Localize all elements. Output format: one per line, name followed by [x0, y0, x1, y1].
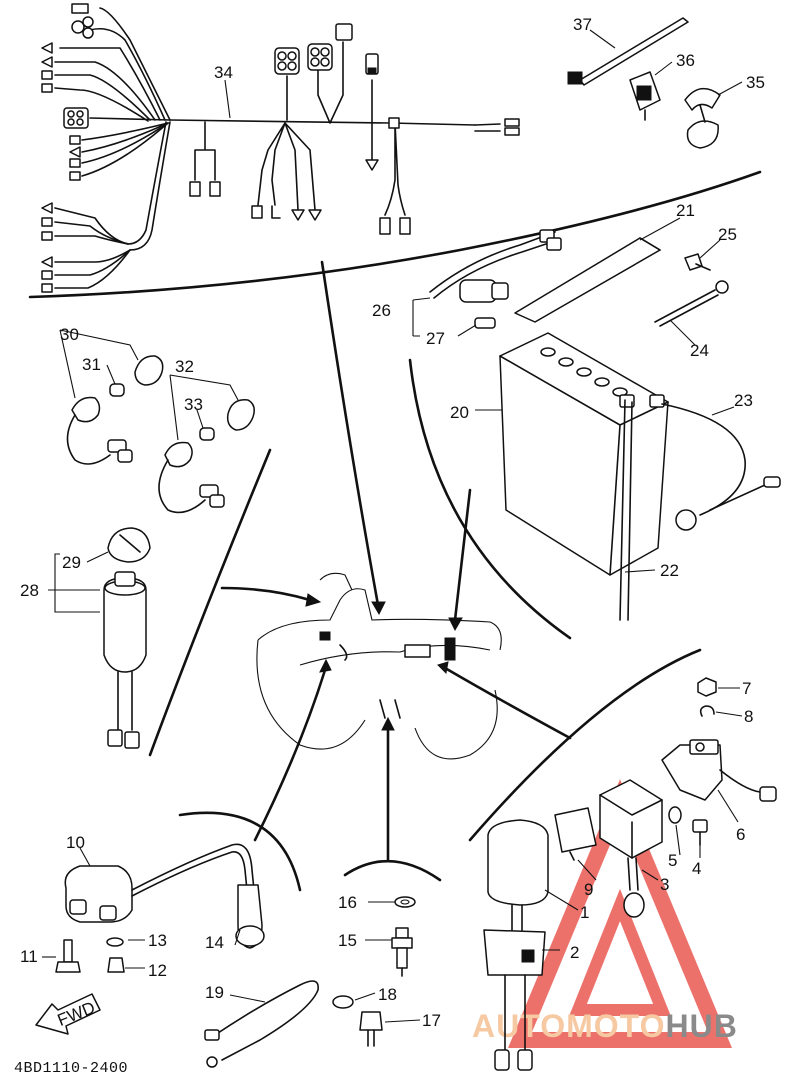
callout-25: 25 [718, 225, 737, 244]
bolt-12 [107, 957, 125, 973]
watermark-triangle-logo [508, 779, 732, 1048]
callout-18: 18 [378, 985, 397, 1004]
callout-9: 9 [584, 880, 593, 899]
callout-11: 11 [20, 947, 38, 966]
key-cap-29 [107, 527, 151, 563]
callout-23: 23 [734, 391, 753, 410]
callout-21: 21 [676, 201, 695, 220]
watermark-text: AUTOMOTOHUB [472, 1008, 738, 1044]
callout-32: 32 [175, 357, 194, 376]
connector-top-b [307, 23, 353, 71]
breather-hose-22 [619, 399, 633, 621]
callout-6: 6 [736, 825, 745, 844]
motorcycle-silhouette [256, 572, 502, 760]
callout-30: 30 [60, 325, 79, 344]
callout-labels: 37 36 35 34 21 25 26 27 24 23 20 22 30 3… [20, 15, 765, 1030]
callout-15: 15 [338, 931, 357, 950]
callout-36: 36 [676, 51, 695, 70]
washer-5 [668, 806, 682, 824]
spark-plug-15 [391, 927, 413, 977]
washer-16 [394, 896, 416, 908]
callout-19: 19 [205, 983, 224, 1002]
callout-34: 34 [214, 63, 233, 82]
watermark: AUTOMOTOHUB [472, 779, 738, 1048]
fuse-27 [474, 317, 496, 329]
callout-26: 26 [372, 301, 391, 320]
callout-14: 14 [205, 933, 224, 952]
callout-29: 29 [62, 553, 81, 572]
callout-7: 7 [742, 679, 751, 698]
callout-8: 8 [744, 707, 753, 726]
washer-8 [699, 705, 715, 717]
callout-2: 2 [570, 943, 579, 962]
wire-harness [41, 3, 520, 293]
callout-17: 17 [422, 1011, 441, 1030]
nut-7 [697, 677, 717, 697]
ignition-coil-10 [64, 865, 133, 923]
relay-9 [554, 807, 597, 861]
cdi-unit-1 [487, 819, 549, 931]
cable-tie-37 [567, 17, 689, 86]
callout-28: 28 [20, 581, 39, 600]
bolt-17 [359, 1011, 383, 1047]
clamp-36 [629, 71, 661, 121]
starter-relay-6 [661, 739, 777, 802]
lead-wire-19 [204, 980, 319, 1068]
callout-33: 33 [184, 395, 203, 414]
bolt-4 [692, 819, 708, 846]
callout-3: 3 [660, 875, 669, 894]
callout-31: 31 [82, 355, 101, 374]
leader-arrows [220, 260, 572, 862]
rectifier-3 [599, 779, 663, 918]
callout-16: 16 [338, 893, 357, 912]
callout-35: 35 [746, 73, 765, 92]
sensor-assembly-32 [158, 399, 255, 514]
battery-band-21 [514, 237, 661, 323]
washer-18 [332, 995, 354, 1009]
callout-20: 20 [450, 403, 469, 422]
fuse-holder-26 [429, 229, 562, 303]
callout-27: 27 [426, 329, 445, 348]
callout-10: 10 [66, 833, 85, 852]
callout-24: 24 [690, 341, 709, 360]
bracket-2 [483, 929, 546, 1071]
callout-13: 13 [148, 931, 167, 950]
callout-4: 4 [692, 859, 701, 878]
callout-1: 1 [580, 903, 589, 922]
drawing-code: 4BD1110-2400 [14, 1060, 128, 1077]
battery-caps [540, 347, 628, 397]
fwd-arrow-icon [35, 993, 101, 1035]
fwd-label: FWD [55, 998, 98, 1030]
clamp-35 [684, 87, 721, 149]
section-dividers [28, 170, 762, 892]
main-switch-28 [103, 571, 147, 749]
washer-13 [106, 937, 124, 947]
plug-cap-14 [131, 843, 265, 949]
battery-20 [499, 332, 669, 576]
bolt-11 [55, 939, 81, 973]
sensor-assembly-30 [66, 355, 164, 465]
bolt-25 [684, 253, 711, 271]
callout-12: 12 [148, 961, 167, 980]
callout-leaders [42, 29, 743, 1023]
callout-5: 5 [668, 851, 677, 870]
callout-37: 37 [573, 15, 592, 34]
callout-22: 22 [660, 561, 679, 580]
battery-lead-23 [661, 403, 781, 531]
battery-cable-24 [654, 280, 729, 327]
connector-top-a [274, 47, 300, 75]
